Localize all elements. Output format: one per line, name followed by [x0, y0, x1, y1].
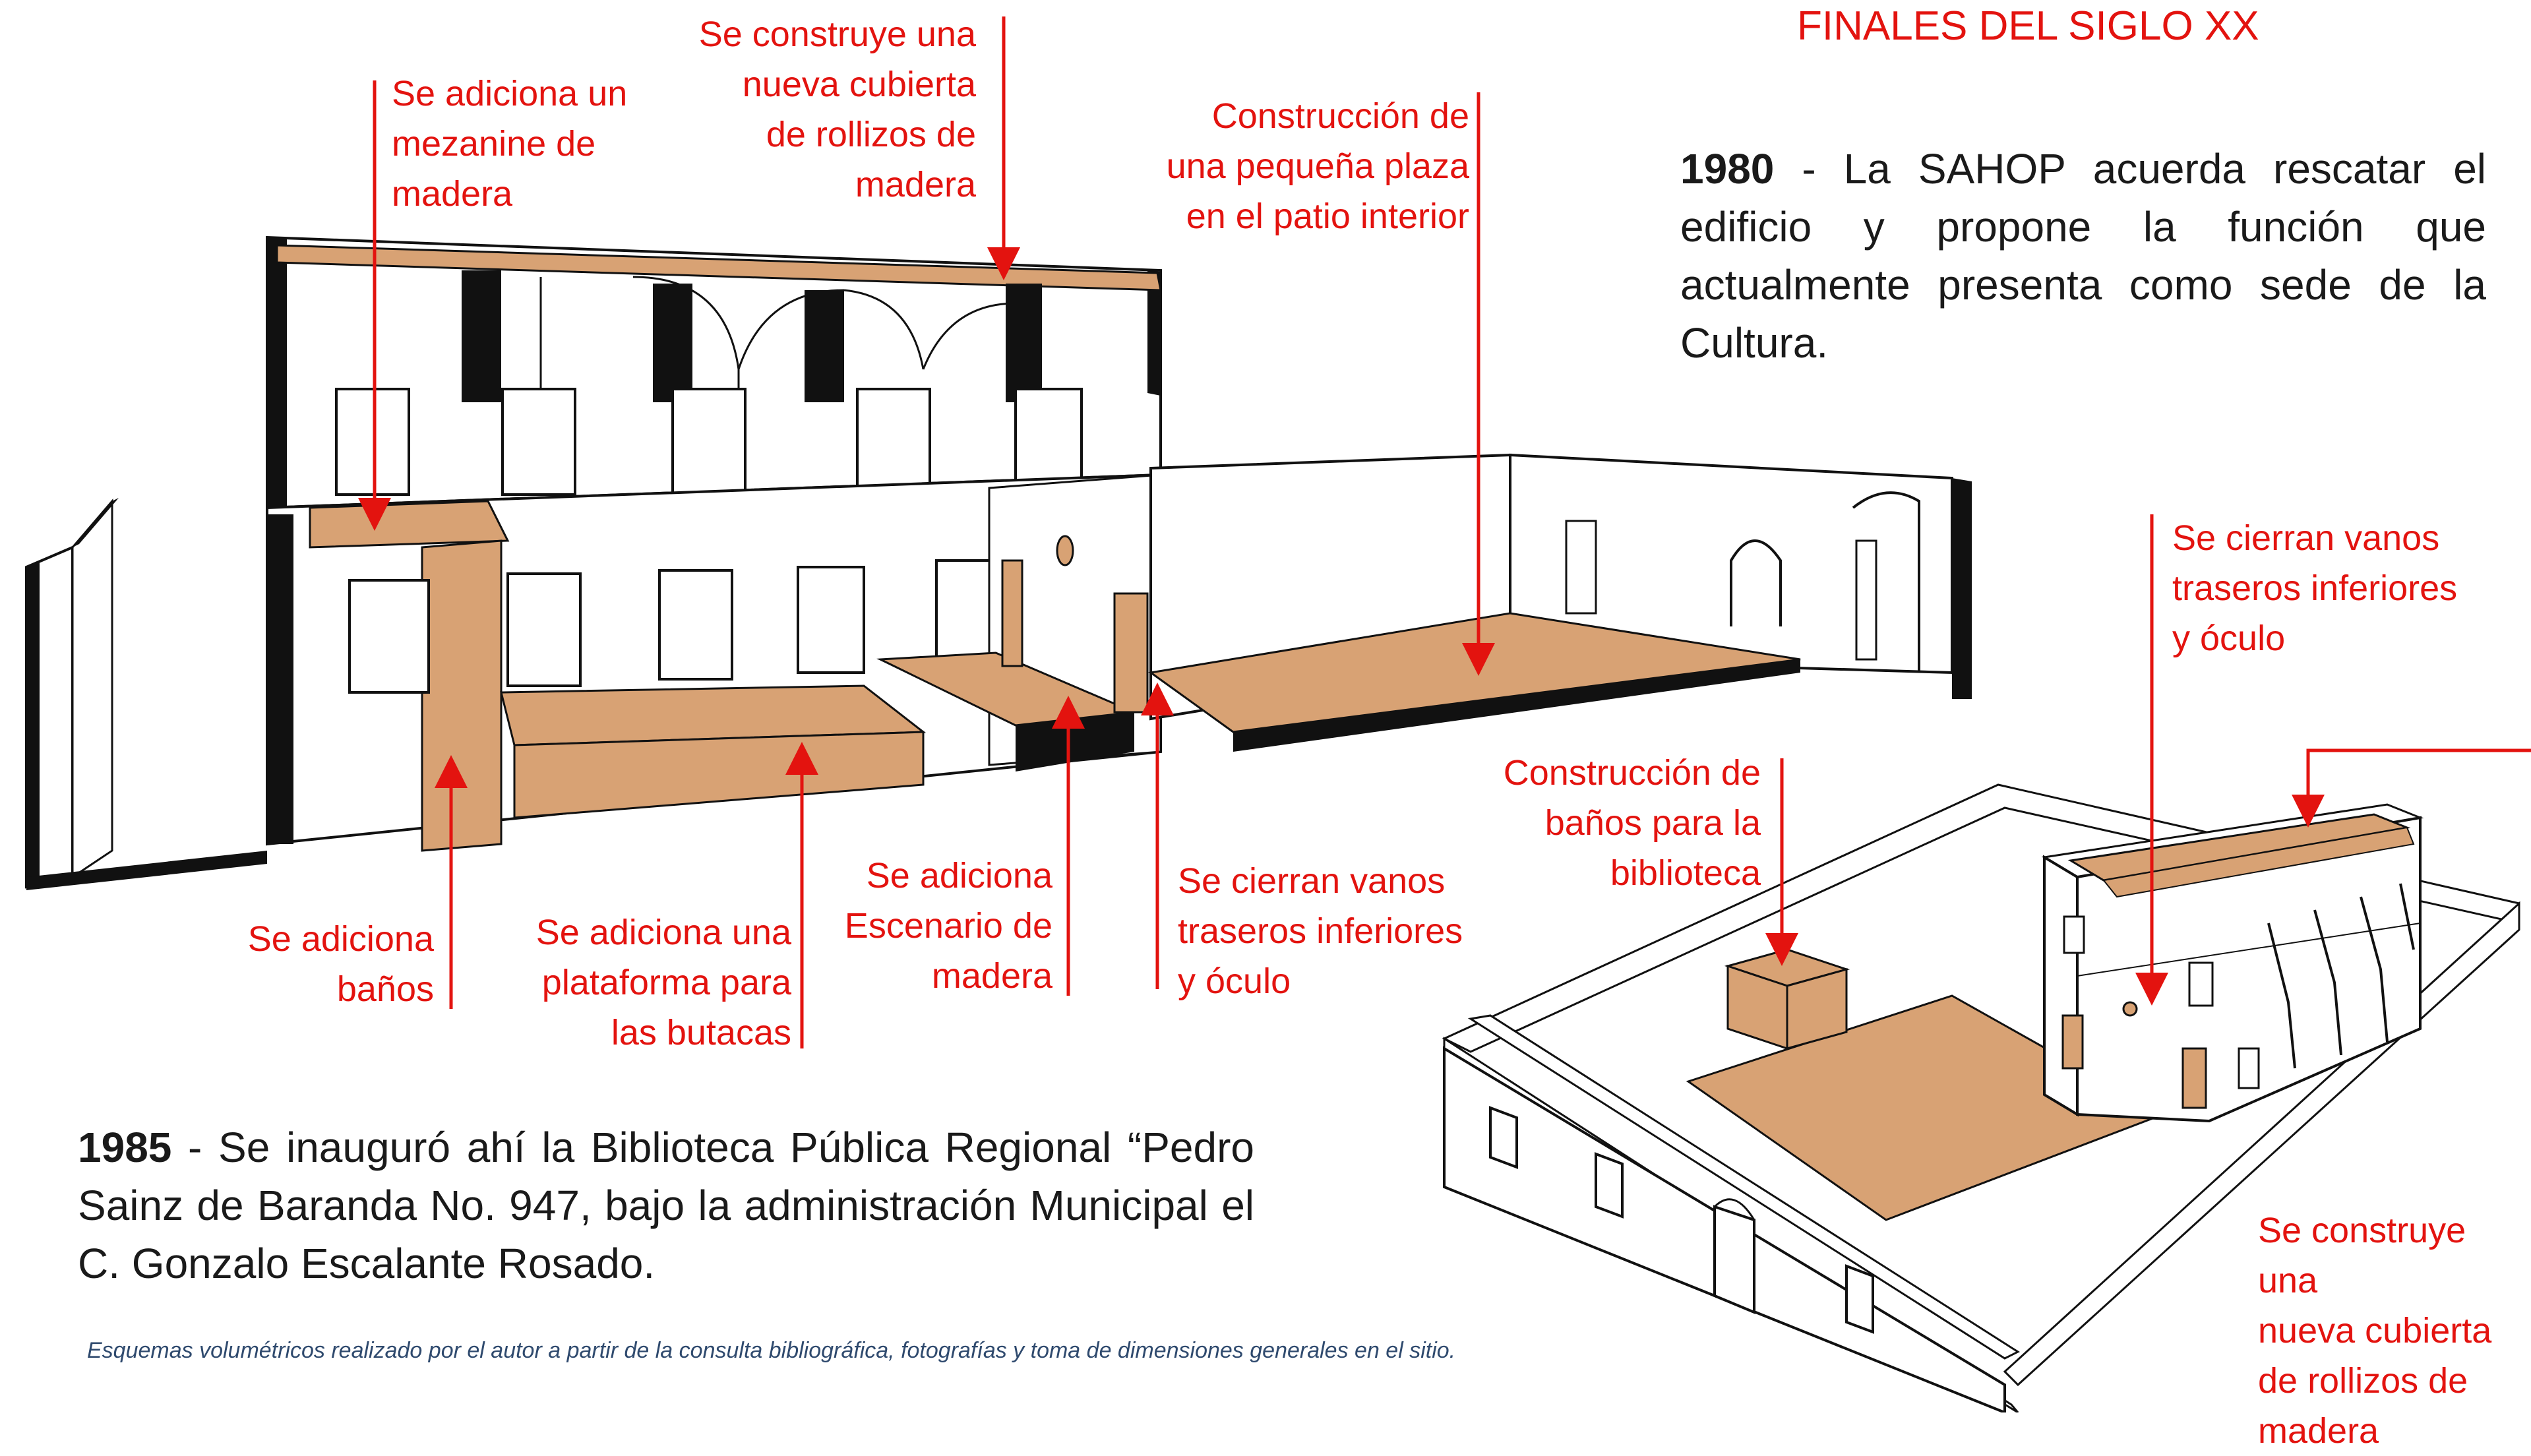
label-banos-biblioteca: Construcción de baños para la biblioteca [1457, 748, 1761, 898]
label-banos: Se adiciona baños [211, 914, 434, 1014]
label-line: nueva cubierta [742, 65, 976, 104]
label-line: plataforma para [541, 963, 791, 1002]
label-line: mezanine de [392, 124, 596, 164]
label-mezanine: Se adiciona un mezanine de madera [392, 69, 627, 219]
label-line: baños [336, 969, 434, 1009]
section-building-drawing [25, 16, 2531, 1412]
label-line: Se cierran vanos [1178, 861, 1446, 901]
label-cubierta-right: Se construye una nueva cubierta de rolli… [2258, 1205, 2531, 1456]
label-line: y óculo [1178, 961, 1291, 1001]
paragraph-1980: 1980 - La SAHOP acuerda rescatar el edif… [1680, 140, 2486, 372]
label-line: Se adiciona un [392, 74, 628, 113]
label-plaza: Construcción de una pequeña plaza en el … [1108, 91, 1469, 241]
label-line: de rollizos de [2258, 1361, 2468, 1401]
label-line: y óculo [2172, 619, 2286, 658]
label-line: Se cierran vanos [2172, 518, 2440, 558]
label-line: Se construye una [698, 15, 976, 54]
label-line: en el patio interior [1186, 197, 1469, 236]
label-line: Escenario de [844, 906, 1052, 946]
text-1985: - Se inauguró ahí la Biblioteca Pública … [78, 1124, 1254, 1287]
label-line: las butacas [611, 1013, 791, 1052]
label-line: de rollizos de [766, 115, 976, 154]
label-line: una pequeña plaza [1166, 146, 1469, 186]
label-vanos-right: Se cierran vanos traseros inferiores y ó… [2172, 513, 2457, 663]
label-vanos-left: Se cierran vanos traseros inferiores y ó… [1178, 856, 1463, 1006]
label-plataforma: Se adiciona una plataforma para las buta… [488, 907, 791, 1058]
label-line: Se adiciona una [535, 913, 791, 952]
year-1980: 1980 [1680, 145, 1775, 193]
label-line: baños para la [1544, 803, 1761, 843]
label-line: madera [855, 165, 976, 204]
label-line: madera [392, 174, 513, 214]
label-line: nueva cubierta [2258, 1311, 2492, 1350]
label-line: Se adiciona [866, 856, 1052, 895]
paragraph-1985: 1985 - Se inauguró ahí la Biblioteca Púb… [78, 1118, 1254, 1292]
diagram-stage: FINALES DEL SIGLO XX 1980 - La SAHOP acu… [25, 3, 2531, 1451]
section-title: FINALES DEL SIGLO XX [1797, 3, 2259, 49]
label-line: Se adiciona [247, 919, 434, 959]
label-line: traseros inferiores [1178, 911, 1463, 951]
label-line: biblioteca [1610, 853, 1761, 893]
label-line: Se construye una [2258, 1211, 2466, 1300]
label-line: madera [931, 956, 1052, 996]
label-line: madera [2258, 1411, 2379, 1451]
label-line: Construcción de [1503, 753, 1761, 793]
label-line: traseros inferiores [2172, 568, 2458, 608]
label-escenario: Se adiciona Escenario de madera [805, 851, 1052, 1001]
text-1980: - La SAHOP acuerda rescatar el edificio … [1680, 145, 2486, 367]
year-1985: 1985 [78, 1124, 172, 1171]
label-cubierta-top: Se construye una nueva cubierta de rolli… [659, 9, 976, 210]
label-line: Construcción de [1211, 96, 1469, 136]
figure-caption: Esquemas volumétricos realizado por el a… [87, 1338, 1456, 1363]
